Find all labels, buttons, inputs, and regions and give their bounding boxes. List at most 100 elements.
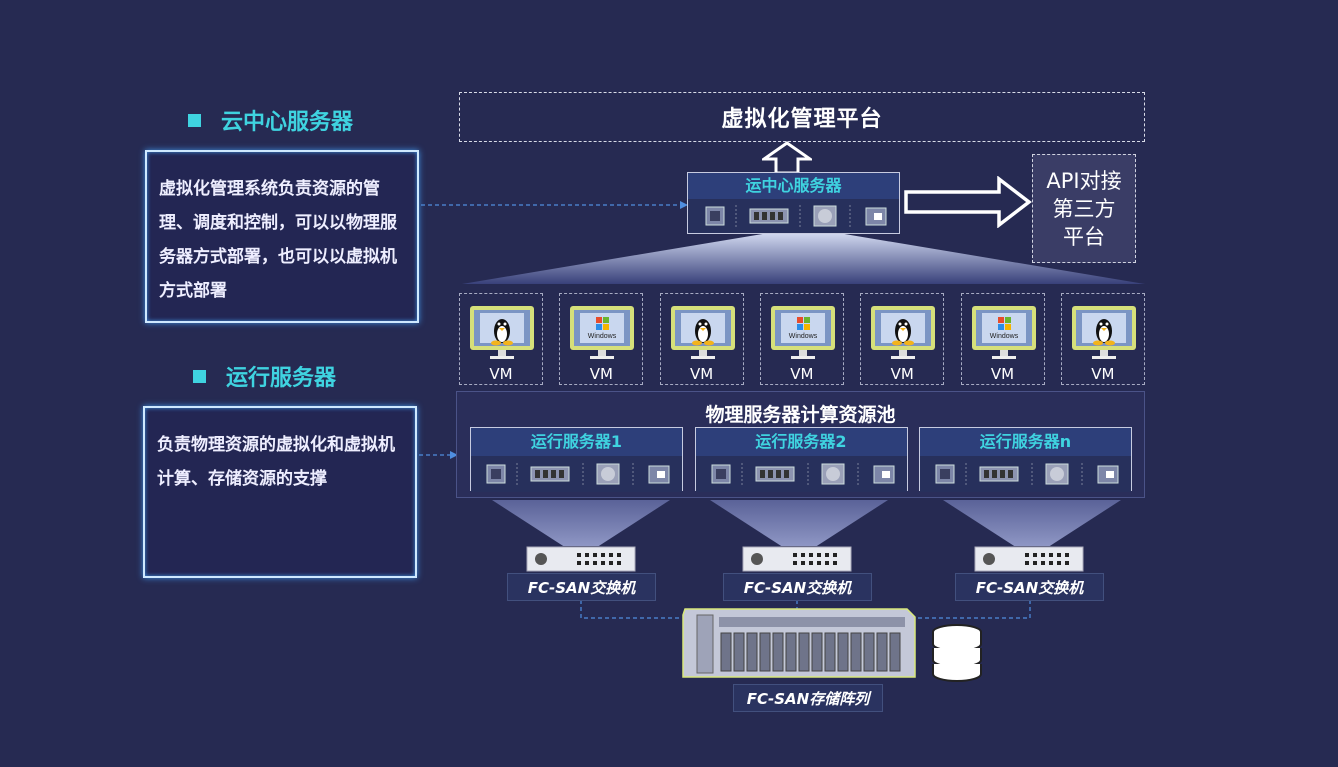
fc-san-switch-icon [742, 546, 852, 572]
vm-label: VM [1091, 365, 1115, 383]
run-server-3: 运行服务器n [919, 427, 1132, 492]
vm-cell: VM [459, 293, 543, 385]
cone-to-switch-3 [943, 500, 1121, 546]
cloud-server-heading-text: 云中心服务器 [221, 110, 354, 135]
storage-array-icon [682, 608, 916, 678]
cloud-server-description-text: 虚拟化管理系统负责资源的管理、调度和控制，可以以物理服务器方式部署，也可以以虚拟… [159, 179, 397, 301]
platform-title: 虚拟化管理平台 [721, 107, 883, 132]
server-components [920, 456, 1131, 492]
memory-module-icon [979, 466, 1019, 482]
run-server-heading: 运行服务器 [193, 360, 336, 392]
run-server-name: 运行服务器n [920, 428, 1131, 456]
run-server-description-text: 负责物理资源的虚拟化和虚拟机计算、存储资源的支撑 [157, 435, 395, 489]
memory-module-icon [749, 208, 789, 224]
run-server-name: 运行服务器1 [471, 428, 682, 456]
linux-penguin-icon [691, 319, 714, 346]
server-component-icons [711, 463, 894, 486]
fc-san-switch-label-text: FC-SAN交换机 [743, 578, 852, 597]
run-server-2: 运行服务器2 [694, 427, 908, 492]
vm-label: VM [790, 365, 814, 383]
vm-cell: Windows VM [960, 293, 1045, 385]
cloud-server-heading: 云中心服务器 [188, 104, 353, 136]
monitor-icon [470, 306, 534, 359]
linux-penguin-icon [892, 319, 915, 346]
vm-label: VM [489, 365, 513, 383]
vm-label: VM [890, 365, 914, 383]
windows-logo-icon: Windows [588, 317, 617, 340]
memory-module-icon [755, 466, 794, 482]
database-icon [932, 624, 982, 682]
server-component-icons [486, 463, 670, 486]
cpu-chip-icon [486, 464, 506, 484]
drive-slot [863, 632, 875, 672]
server-components [695, 456, 907, 492]
drive-slot [746, 632, 758, 672]
monitor-icon [871, 306, 936, 359]
monitor-icon: Windows [770, 306, 835, 359]
server-components [688, 199, 899, 233]
hard-disk-icon [596, 463, 620, 485]
hard-disk-icon [821, 463, 844, 485]
monitor-icon: Windows [570, 306, 635, 359]
fc-san-switch-icon [974, 546, 1084, 572]
fc-san-switch-label: FC-SAN交换机 [507, 573, 656, 601]
windows-logo-icon: Windows [989, 317, 1018, 340]
hard-disk-icon [1045, 463, 1069, 485]
storage-array-label: FC-SAN存储阵列 [733, 684, 883, 712]
windows-logo-icon: Windows [789, 317, 818, 340]
drive-slot [850, 632, 862, 672]
run-server-row: 运行服务器1 运行服务器2 运行服务 [470, 427, 1132, 492]
drive-slot [759, 632, 771, 672]
linux-penguin-icon [1092, 319, 1115, 346]
cloud-center-server: 运中心服务器 [687, 172, 900, 234]
fc-san-switch-label: FC-SAN交换机 [723, 573, 872, 601]
cpu-chip-icon [935, 464, 955, 484]
server-component-icons [705, 205, 887, 227]
windows-text: Windows [989, 333, 1018, 340]
vm-label: VM [589, 365, 613, 383]
virtualization-platform-box: 虚拟化管理平台 [459, 92, 1145, 142]
cpu-chip-icon [711, 464, 730, 484]
drive-slot [798, 632, 810, 672]
cpu-chip-icon [705, 206, 725, 226]
bullet-square-icon [188, 113, 201, 127]
windows-text: Windows [588, 333, 617, 340]
run-server-name: 运行服务器2 [695, 428, 907, 456]
run-server-1: 运行服务器1 [470, 427, 683, 492]
drive-slot [837, 632, 849, 672]
vm-label: VM [990, 365, 1015, 383]
vm-row: VM Windows VM VM Windows VM [459, 293, 1145, 385]
drive-slot [733, 632, 745, 672]
fc-san-switch-label: FC-SAN交换机 [955, 573, 1104, 601]
cloud-server-description: 虚拟化管理系统负责资源的管理、调度和控制，可以以物理服务器方式部署，也可以以虚拟… [145, 150, 419, 323]
up-arrow-icon [762, 141, 812, 175]
run-server-heading-text: 运行服务器 [226, 366, 337, 391]
vm-cell: VM [1060, 293, 1145, 385]
monitor-icon [1071, 306, 1136, 359]
linux-penguin-icon [491, 319, 513, 346]
vm-label: VM [689, 365, 714, 383]
drive-slot [720, 632, 732, 672]
drive-slot [876, 632, 888, 672]
drive-slot [785, 632, 797, 672]
vm-cell: Windows VM [559, 293, 644, 385]
drive-slot [772, 632, 784, 672]
windows-text: Windows [789, 333, 818, 340]
monitor-icon: Windows [971, 306, 1036, 359]
drive-slot [889, 632, 901, 672]
network-card-icon [873, 465, 894, 484]
api-third-party-text: API对接第三方平台 [1046, 169, 1122, 249]
api-third-party-box: API对接第三方平台 [1032, 154, 1136, 263]
fc-san-switch-icon [526, 546, 636, 572]
server-component-icons [935, 463, 1119, 486]
storage-array-label-text: FC-SAN存储阵列 [746, 689, 870, 708]
memory-module-icon [530, 466, 570, 482]
cone-to-switch-2 [710, 500, 888, 546]
drive-slot [824, 632, 836, 672]
vm-cell: VM [659, 293, 744, 385]
network-card-icon [648, 465, 670, 484]
run-server-description: 负责物理资源的虚拟化和虚拟机计算、存储资源的支撑 [143, 406, 417, 578]
vm-cell: Windows VM [759, 293, 844, 385]
cloud-center-server-name: 运中心服务器 [688, 173, 899, 199]
fc-san-switch-label-text: FC-SAN交换机 [975, 578, 1084, 597]
